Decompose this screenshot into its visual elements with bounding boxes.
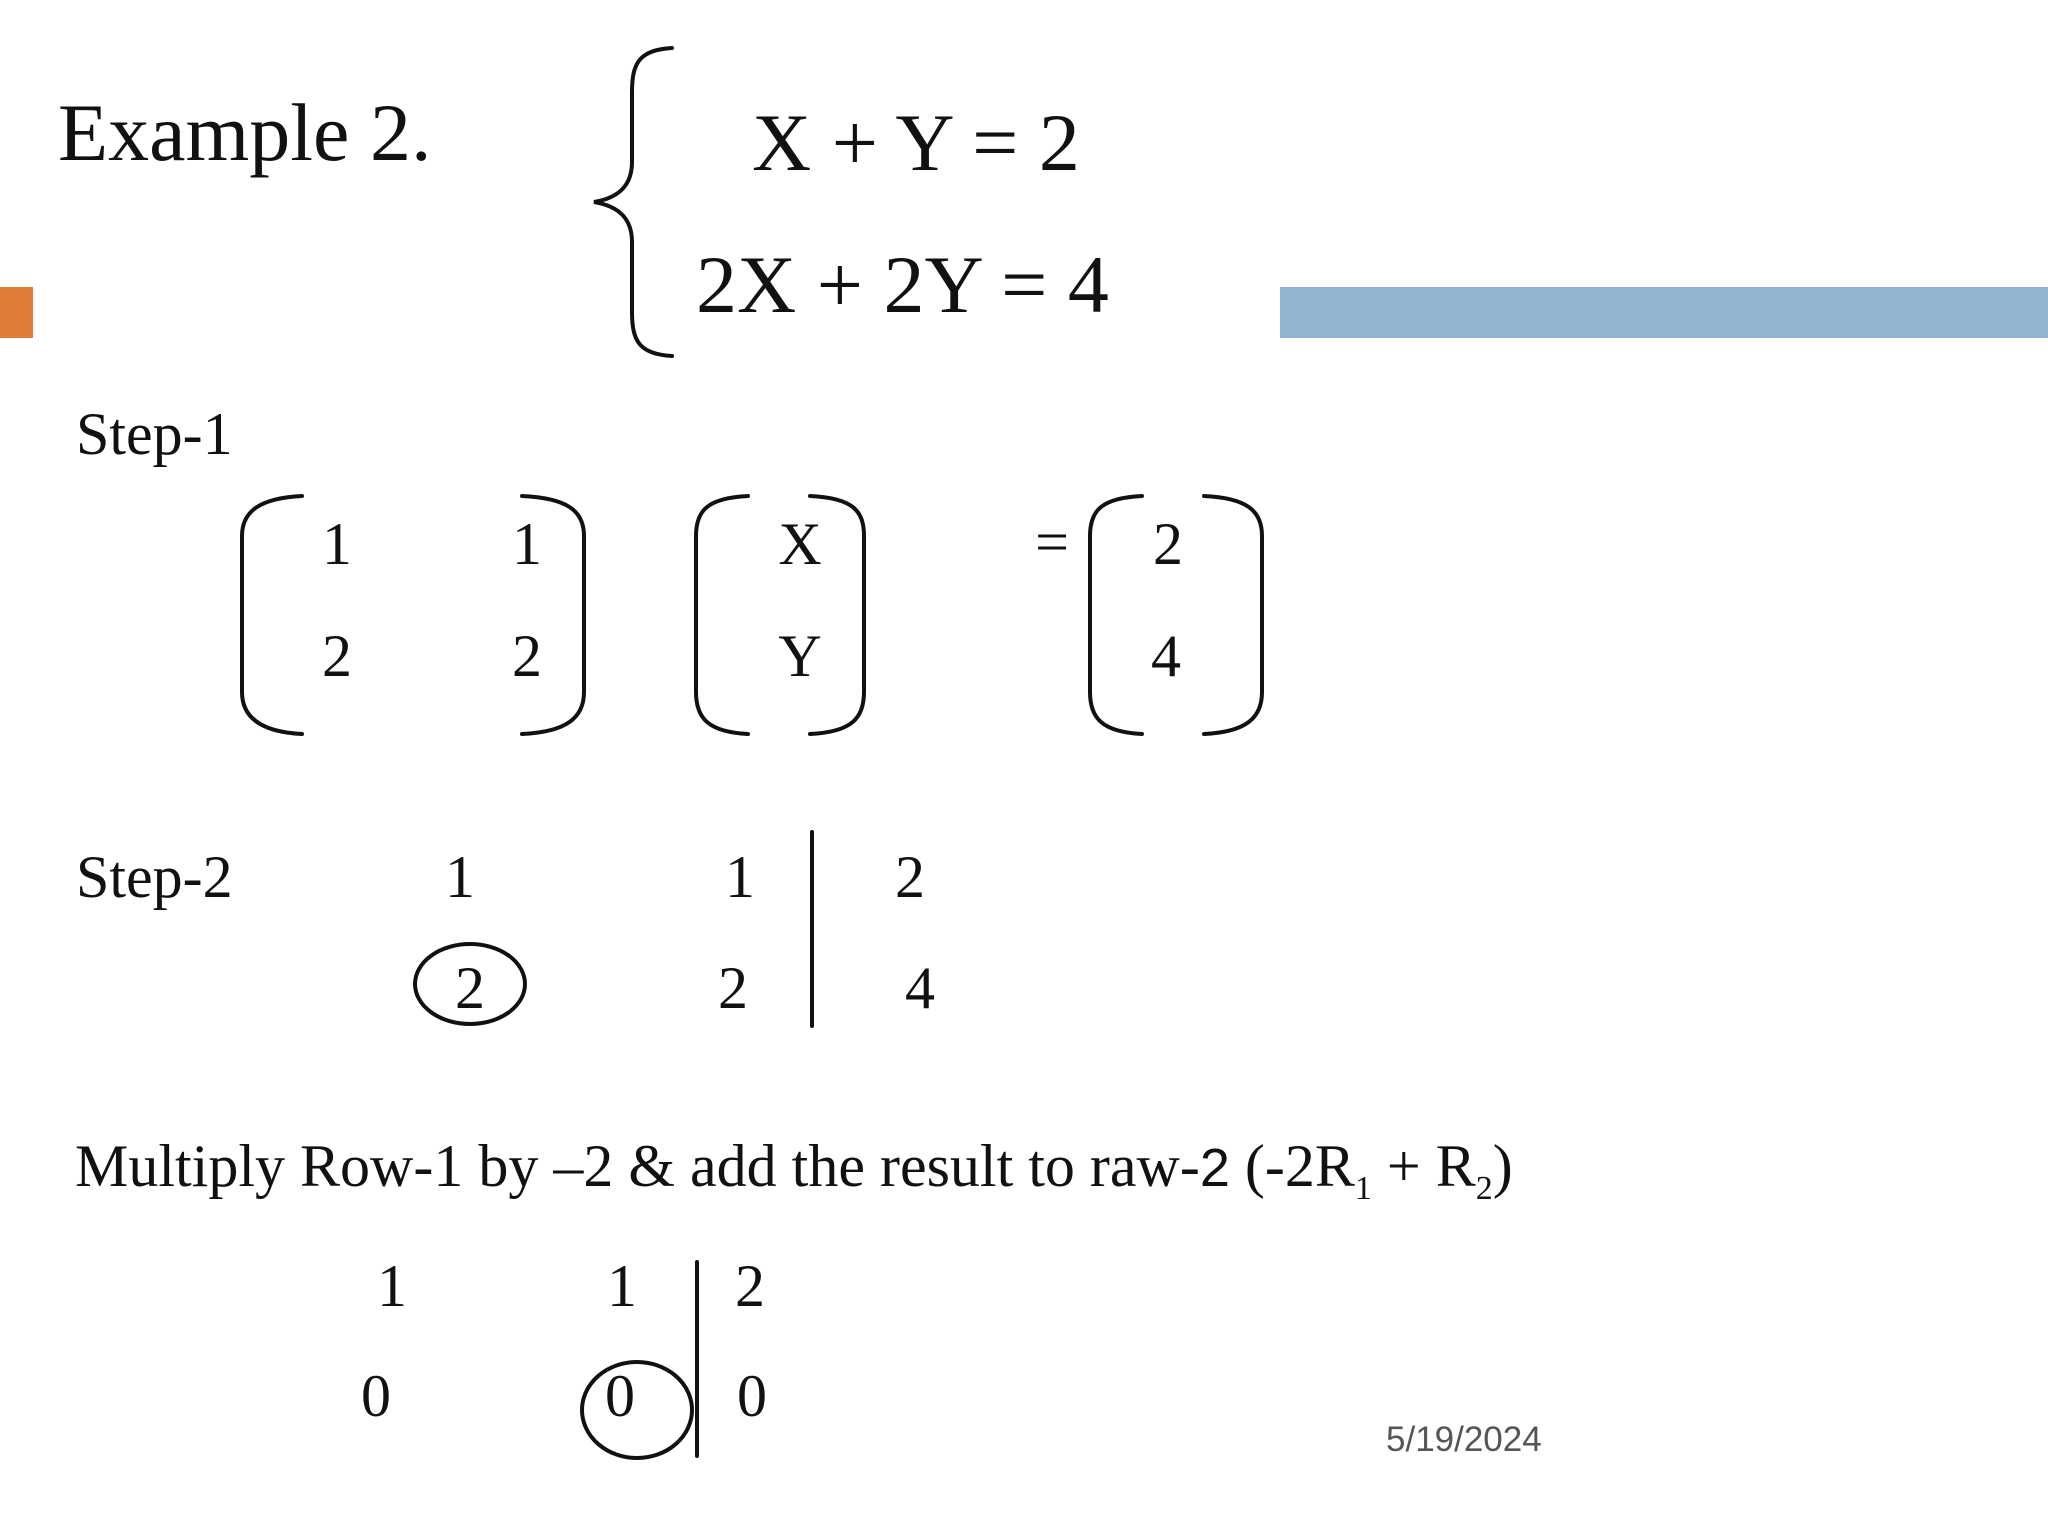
augmented-cell: 2	[895, 844, 925, 910]
augmented-cell: 2	[718, 955, 748, 1021]
instruction-subscript-2: 2	[1475, 1170, 1493, 1207]
instruction-subscript-1: 1	[1354, 1170, 1372, 1207]
instruction-operation-close: )	[1492, 1133, 1513, 1199]
result-pivot-circle	[580, 1360, 694, 1460]
result-cell: 2	[735, 1253, 765, 1319]
row-operation-instruction: Multiply Row-1 by –2 & add the result to…	[75, 1136, 1513, 1206]
slide-date: 5/19/2024	[1386, 1420, 1542, 1459]
result-cell: 0	[737, 1363, 767, 1429]
system-brace	[593, 46, 674, 358]
result-cell: 1	[377, 1253, 407, 1319]
equation-2: 2X + 2Y = 4	[696, 239, 1109, 330]
constant-vector-left-bracket	[1088, 494, 1144, 736]
constant-vector-cell: 2	[1153, 511, 1183, 577]
matrix-a-right-bracket	[520, 494, 586, 736]
result-cell-pivot: 0	[605, 1363, 635, 1429]
variable-vector-right-bracket	[808, 494, 866, 736]
augmented-cell-pivot: 2	[455, 955, 485, 1021]
matrix-a-cell: 2	[512, 623, 542, 689]
matrix-a-cell: 1	[512, 511, 542, 577]
result-cell: 0	[361, 1363, 391, 1429]
instruction-operation-plus: + R	[1371, 1133, 1476, 1199]
instruction-text: Multiply Row-1 by –2 & add the result to…	[75, 1133, 1200, 1199]
slide-title: Example 2.	[58, 87, 432, 178]
step1-label: Step-1	[76, 401, 233, 467]
constant-vector-cell: 4	[1151, 623, 1181, 689]
augmented-cell: 1	[445, 844, 475, 910]
step2-pivot-circle	[413, 942, 527, 1026]
variable-vector-left-bracket	[694, 494, 750, 736]
augmented-cell: 1	[725, 844, 755, 910]
equals-sign: =	[1035, 509, 1069, 575]
result-cell: 1	[607, 1253, 637, 1319]
matrix-a-left-bracket	[240, 494, 304, 736]
equation-1: X + Y = 2	[752, 97, 1080, 188]
augmented-cell: 4	[905, 955, 935, 1021]
accent-bar-left	[0, 287, 33, 338]
step2-label: Step-2	[76, 844, 233, 910]
matrix-a-cell: 1	[322, 511, 352, 577]
matrix-a-cell: 2	[322, 623, 352, 689]
variable-vector-cell: Y	[778, 623, 822, 689]
constant-vector-right-bracket	[1202, 494, 1264, 736]
instruction-operation-open: (-2R	[1229, 1133, 1355, 1199]
instruction-row-number: 2	[1199, 1138, 1230, 1198]
variable-vector-cell: X	[778, 511, 822, 577]
accent-bar-right	[1280, 287, 2048, 338]
